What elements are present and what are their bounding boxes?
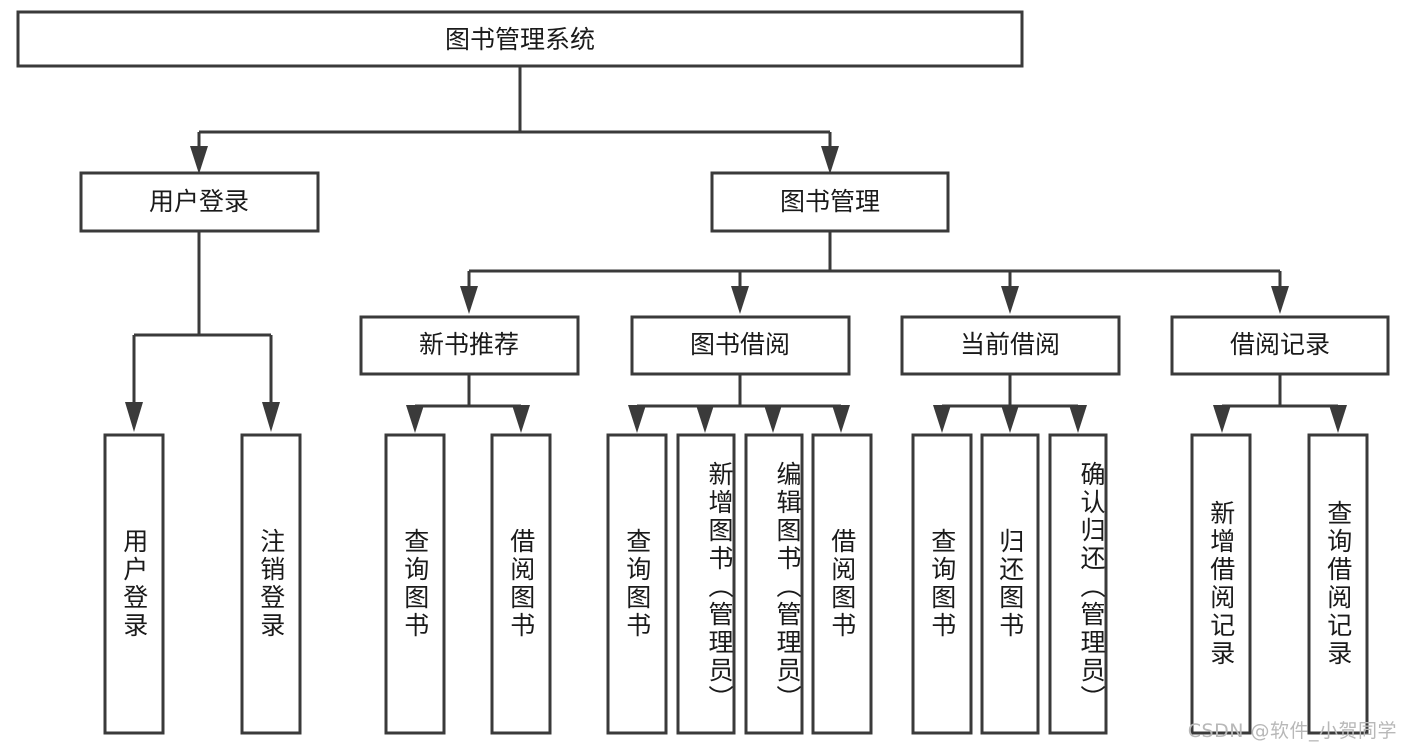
arrow-head-bb-child-2 [764, 405, 782, 433]
leaf-box-user-login-1[interactable] [240, 433, 302, 735]
leaf-box-book-borrow-1[interactable] [676, 433, 736, 735]
leaf-box-current-borrow-0[interactable] [911, 433, 973, 735]
arrow-head-cb-child-0 [933, 405, 951, 433]
node-current-borrow-label: 当前借阅 [960, 330, 1060, 359]
arrow-head-br-child-1 [1329, 405, 1347, 433]
edge-group-new-book [406, 374, 530, 433]
leaf-box-book-borrow-2[interactable] [744, 433, 804, 735]
arrow-head-cb-child-1 [1001, 405, 1019, 433]
leaf-box-borrow-record-0[interactable] [1190, 433, 1252, 735]
node-root-box[interactable] [16, 10, 1024, 68]
node-user-login-box[interactable] [79, 171, 320, 233]
leaf-box-current-borrow-1[interactable] [980, 433, 1040, 735]
arrow-head-nb-child-0 [406, 405, 424, 433]
arrow-head-cb-child-2 [1069, 405, 1087, 433]
edge-group-borrow-record [1213, 374, 1347, 433]
leaf-box-new-book-0[interactable] [384, 433, 446, 735]
edge-group-root [190, 66, 839, 174]
node-current-borrow-box[interactable] [900, 315, 1121, 376]
leaf-box-current-borrow-2[interactable] [1048, 433, 1108, 735]
arrow-head-bb-child-0 [628, 405, 646, 433]
arrow-head-br-child-0 [1213, 405, 1231, 433]
node-book-borrow-box[interactable] [630, 315, 851, 376]
leaf-box-book-borrow-3[interactable] [811, 433, 873, 735]
node-new-book-recommend[interactable]: 新书推荐 [359, 315, 580, 376]
edge-group-book-borrow [628, 374, 850, 433]
node-root-label: 图书管理系统 [445, 25, 595, 54]
node-current-borrow[interactable]: 当前借阅 [900, 315, 1121, 376]
leaf-box-new-book-1[interactable] [490, 433, 552, 735]
node-borrow-record-box[interactable] [1170, 315, 1390, 376]
arrow-head-bm-child-0 [460, 286, 478, 314]
edge-group-book-mgmt [460, 231, 1289, 314]
node-new-book-recommend-label: 新书推荐 [419, 330, 519, 359]
node-borrow-record-label: 借阅记录 [1230, 330, 1330, 359]
edge-group-user-login [125, 231, 280, 432]
arrow-head-nb-child-1 [512, 405, 530, 433]
node-book-management-box[interactable] [710, 171, 950, 233]
arrow-head-bb-child-1 [696, 405, 714, 433]
node-book-borrow-label: 图书借阅 [690, 330, 790, 359]
node-book-management-label: 图书管理 [780, 187, 880, 216]
arrow-head-ul-child-1 [262, 402, 280, 432]
node-root[interactable]: 图书管理系统 [16, 10, 1024, 68]
arrow-head-bm-child-1 [731, 286, 749, 314]
node-new-book-recommend-box[interactable] [359, 315, 580, 376]
node-borrow-record[interactable]: 借阅记录 [1170, 315, 1390, 376]
leaf-box-user-login-0[interactable] [103, 433, 165, 735]
arrow-head-book-mgmt [821, 146, 839, 174]
node-user-login-label: 用户登录 [149, 187, 249, 216]
node-book-borrow[interactable]: 图书借阅 [630, 315, 851, 376]
edge-group-current-borrow [933, 374, 1087, 433]
node-book-management[interactable]: 图书管理 [710, 171, 950, 233]
arrow-head-user-login [190, 146, 208, 174]
arrow-head-bm-child-3 [1271, 286, 1289, 314]
leaf-box-book-borrow-0[interactable] [606, 433, 668, 735]
node-user-login[interactable]: 用户登录 [79, 171, 320, 233]
arrow-head-ul-child-0 [125, 402, 143, 432]
arrow-head-bb-child-3 [832, 405, 850, 433]
arrow-head-bm-child-2 [1001, 286, 1019, 314]
csdn-watermark: CSDN @软件_小贺同学 [1187, 720, 1397, 742]
leaf-box-borrow-record-1[interactable] [1307, 433, 1369, 735]
